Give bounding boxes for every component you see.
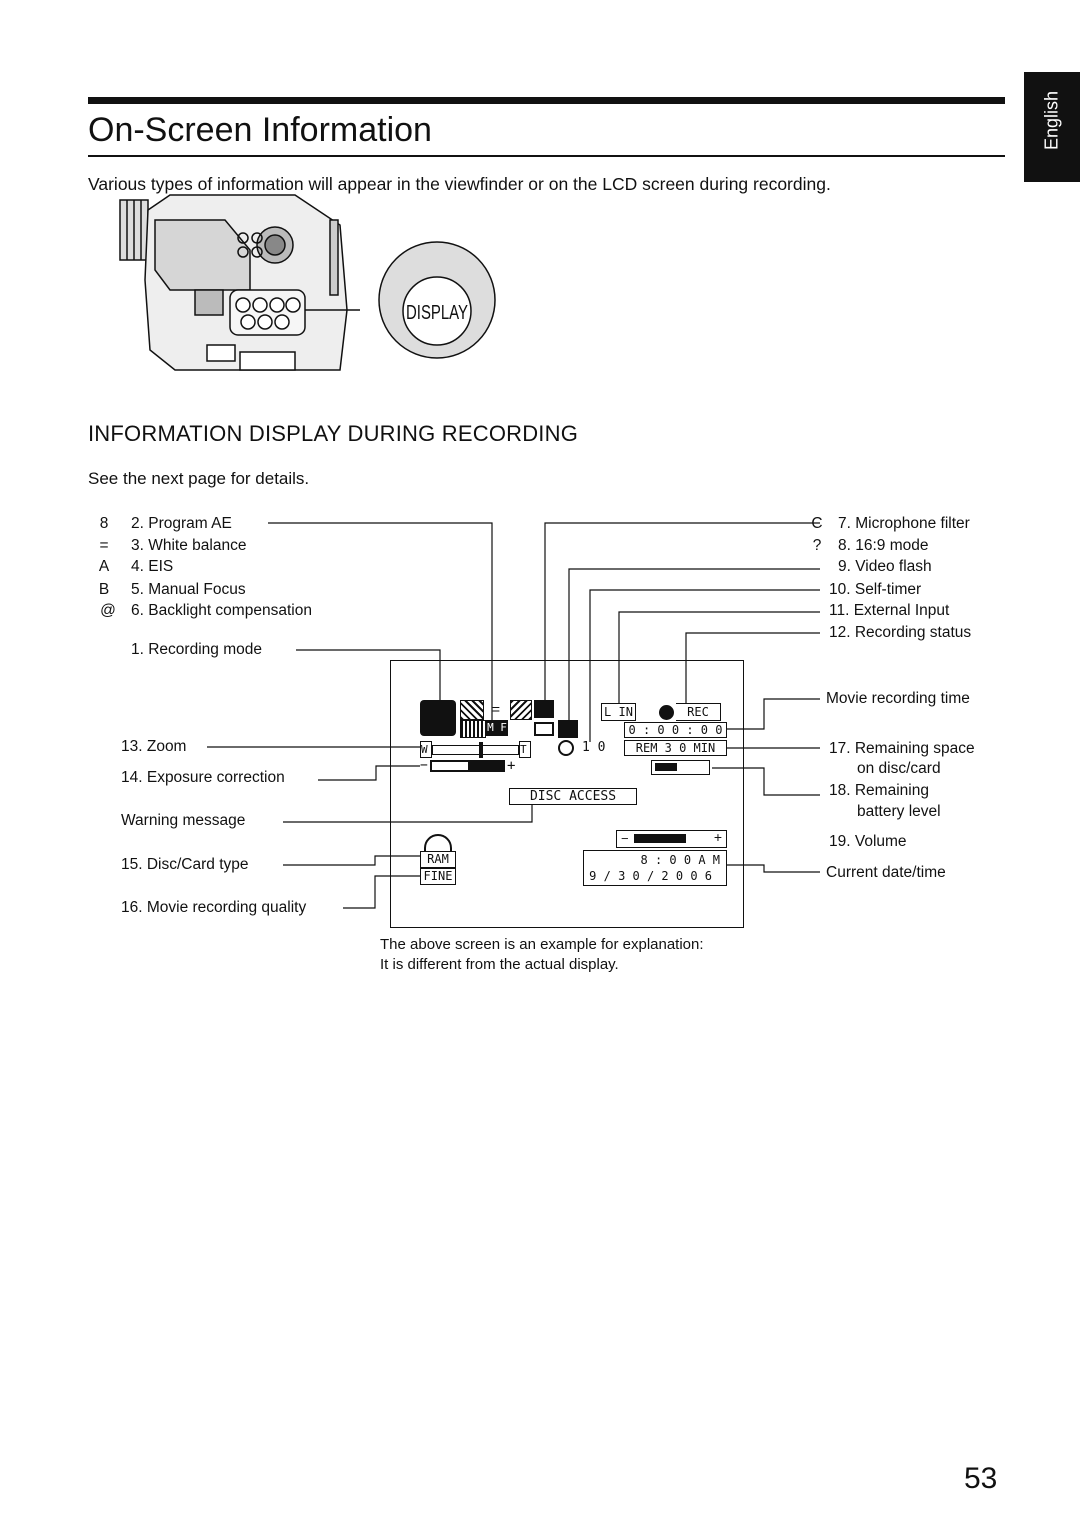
intro-text: Various types of information will appear…: [88, 174, 831, 194]
zoom-t-label: T: [519, 741, 531, 758]
label-exposure: 14. Exposure correction: [121, 769, 285, 786]
label-movie-time: Movie recording time: [826, 690, 970, 707]
symbol-backlight: @: [100, 602, 116, 619]
label-warning: Warning message: [121, 812, 246, 829]
label-program-ae: 2. Program AE: [131, 515, 232, 532]
white-balance-icon: =: [491, 701, 501, 717]
external-input-indicator: L IN: [601, 703, 636, 721]
current-time: 8 : 0 0 A M: [640, 853, 720, 867]
label-quality: 16. Movie recording quality: [121, 899, 307, 916]
label-video-flash: 9. Video flash: [838, 558, 932, 575]
recording-quality: FINE: [420, 868, 456, 885]
program-ae-icon: [460, 700, 484, 720]
symbol-mic-filter: C: [811, 515, 823, 532]
warning-message: DISC ACCESS: [509, 788, 637, 805]
label-disc-type: 15. Disc/Card type: [121, 856, 249, 873]
manual-focus-indicator: M F: [486, 720, 508, 736]
label-mic-filter: 7. Microphone filter: [838, 515, 970, 532]
zoom-bar-marker: [479, 742, 483, 758]
zoom-w-label: W: [420, 741, 432, 758]
page-number: 53: [964, 1462, 998, 1495]
recording-mode-icon: [420, 700, 456, 736]
volume-minus: −: [621, 831, 629, 846]
exposure-bar: [430, 760, 505, 772]
label-recording-mode: 1. Recording mode: [131, 641, 262, 658]
rec-dot-icon: [659, 705, 674, 720]
symbol-program-ae: 8: [99, 515, 109, 532]
display-button-label: DISPLAY: [406, 302, 468, 324]
mic-filter-icon: [534, 700, 554, 718]
symbol-manual-focus: B: [98, 581, 110, 598]
label-manual-focus: 5. Manual Focus: [131, 581, 246, 598]
label-zoom: 13. Zoom: [121, 738, 187, 755]
example-screen: [390, 660, 744, 928]
symbol-eis: A: [98, 558, 110, 575]
title-rule-bottom: [88, 155, 1005, 157]
volume-bar: − +: [616, 830, 727, 848]
volume-fill: [634, 834, 686, 843]
eis-icon: [510, 700, 532, 720]
remaining-space: REM 3 0 MIN: [624, 740, 727, 756]
label-external-input: 11. External Input: [829, 602, 950, 619]
exposure-bar-fill: [468, 762, 503, 770]
zoom-bar: [432, 742, 519, 758]
video-flash-icon: [558, 720, 578, 738]
exposure-minus: −: [420, 758, 428, 773]
label-remaining-space-2: on disc/card: [857, 760, 941, 777]
battery-fill: [655, 763, 677, 771]
section-heading: INFORMATION DISPLAY DURING RECORDING: [88, 421, 579, 446]
label-battery-2: battery level: [857, 803, 941, 820]
label-backlight: 6. Backlight compensation: [131, 602, 312, 619]
caption-line-1: The above screen is an example for expla…: [380, 936, 704, 953]
datetime-box: 8 : 0 0 A M 9 / 3 0 / 2 0 0 6: [583, 850, 727, 886]
disc-type: RAM: [420, 851, 456, 868]
label-recording-status: 12. Recording status: [829, 624, 972, 641]
page-title: On-Screen Information: [88, 111, 432, 149]
backlight-icon: [460, 720, 486, 738]
label-battery: 18. Remaining: [829, 782, 929, 799]
exposure-plus: +: [507, 758, 516, 774]
battery-icon: [651, 760, 710, 775]
label-volume: 19. Volume: [829, 833, 907, 850]
self-timer-icon: [558, 740, 574, 756]
symbol-white-balance: =: [99, 537, 109, 554]
label-white-balance: 3. White balance: [131, 537, 247, 554]
current-date: 9 / 3 0 / 2 0 0 6: [589, 869, 712, 883]
movie-counter: 0 : 0 0 : 0 0: [624, 722, 727, 738]
label-16-9: 8. 16:9 mode: [838, 537, 929, 554]
section-note: See the next page for details.: [88, 469, 310, 488]
label-eis: 4. EIS: [131, 558, 174, 575]
caption-line-2: It is different from the actual display.: [380, 956, 619, 973]
aspect-16-9-icon: [534, 722, 554, 736]
label-remaining-space: 17. Remaining space: [829, 740, 975, 757]
camcorder-illustration: [119, 194, 360, 371]
language-tab: English: [1024, 72, 1080, 182]
title-rule-top: [88, 97, 1005, 104]
volume-plus: +: [713, 829, 722, 845]
recording-status: REC: [676, 703, 721, 721]
symbol-16-9: ?: [812, 537, 822, 554]
screen-caption: The above screen is an example for expla…: [380, 935, 704, 975]
display-button-magnifier: DISPLAY: [378, 241, 496, 359]
self-timer-value: 1 0: [582, 740, 606, 755]
label-self-timer: 10. Self-timer: [829, 581, 922, 598]
label-datetime: Current date/time: [826, 864, 946, 881]
callout-lines: [207, 522, 820, 909]
